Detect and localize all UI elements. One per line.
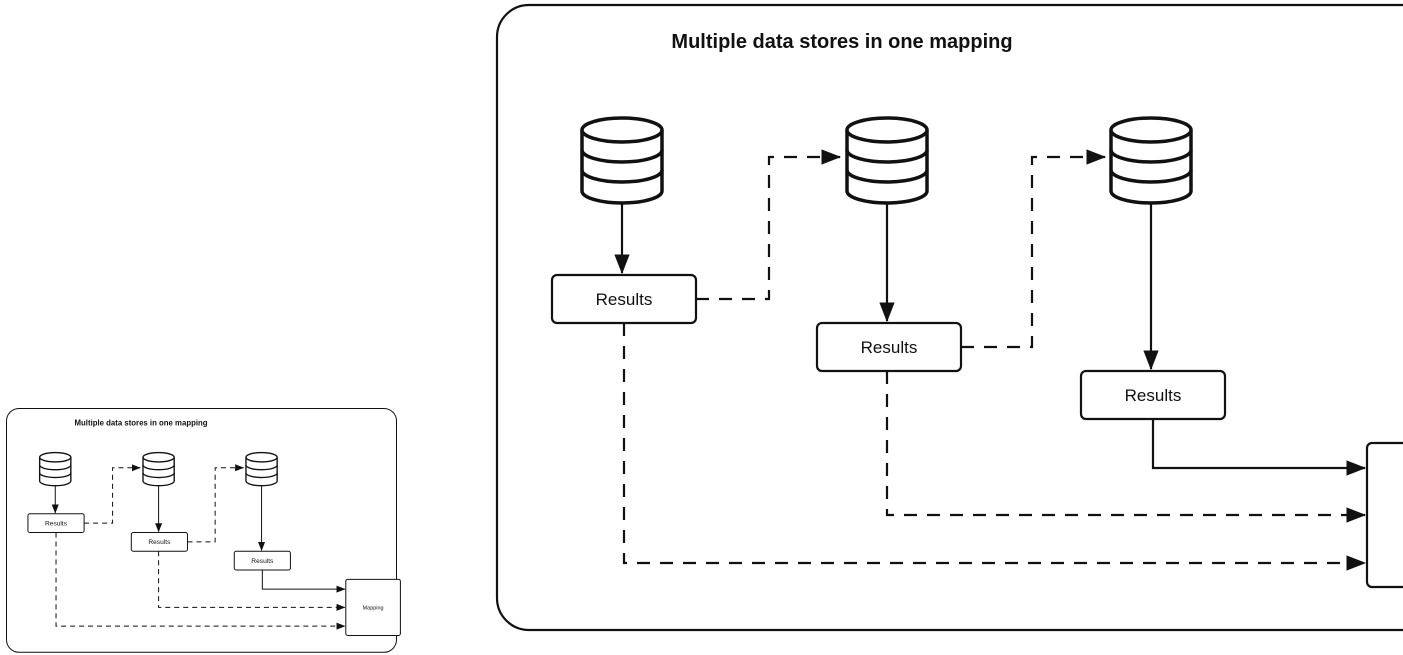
- results-box: Results: [233, 550, 291, 571]
- database-icon: [1109, 116, 1193, 205]
- diagram-svg: Multiple data stores in one mappingResul…: [495, 3, 1403, 632]
- mapping-box: M: [1365, 441, 1403, 589]
- results-label: Results: [861, 338, 918, 357]
- database-icon: [580, 116, 664, 205]
- results-label: Results: [148, 539, 171, 546]
- database-icon: [245, 451, 278, 487]
- results-label: Results: [45, 520, 68, 527]
- dashed-arrow: [622, 323, 1367, 571]
- dashed-arrow: [696, 149, 842, 301]
- results-box: Results: [130, 532, 188, 552]
- database-icon: [845, 116, 929, 205]
- results-box: Results: [815, 321, 963, 373]
- database-icon: [142, 451, 175, 487]
- diagram-title: Multiple data stores in one mapping: [75, 418, 208, 427]
- results-label: Results: [1125, 386, 1182, 405]
- results-box: Results: [27, 513, 85, 534]
- database-icon: [38, 451, 72, 487]
- dashed-arrow: [187, 464, 245, 543]
- results-label: Results: [251, 558, 274, 565]
- mapping-label: Mapping: [363, 605, 384, 611]
- results-box: Results: [1079, 369, 1227, 421]
- diagram-svg: Multiple data stores in one mappingResul…: [6, 408, 401, 653]
- dashed-arrow: [158, 551, 346, 611]
- solid-arrow: [1151, 419, 1367, 476]
- dashed-arrow: [885, 371, 1367, 523]
- dashed-arrow: [84, 464, 141, 524]
- solid-arrow: [261, 569, 346, 593]
- diagram-frame: [495, 3, 1403, 632]
- results-label: Results: [596, 290, 653, 309]
- diagram-title: Multiple data stores in one mapping: [671, 31, 1012, 53]
- results-box: Results: [550, 273, 698, 325]
- dashed-arrow: [55, 532, 346, 630]
- dashed-arrow: [961, 149, 1107, 349]
- mapping-box: Mapping: [345, 578, 401, 636]
- diagram-frame: [6, 408, 397, 653]
